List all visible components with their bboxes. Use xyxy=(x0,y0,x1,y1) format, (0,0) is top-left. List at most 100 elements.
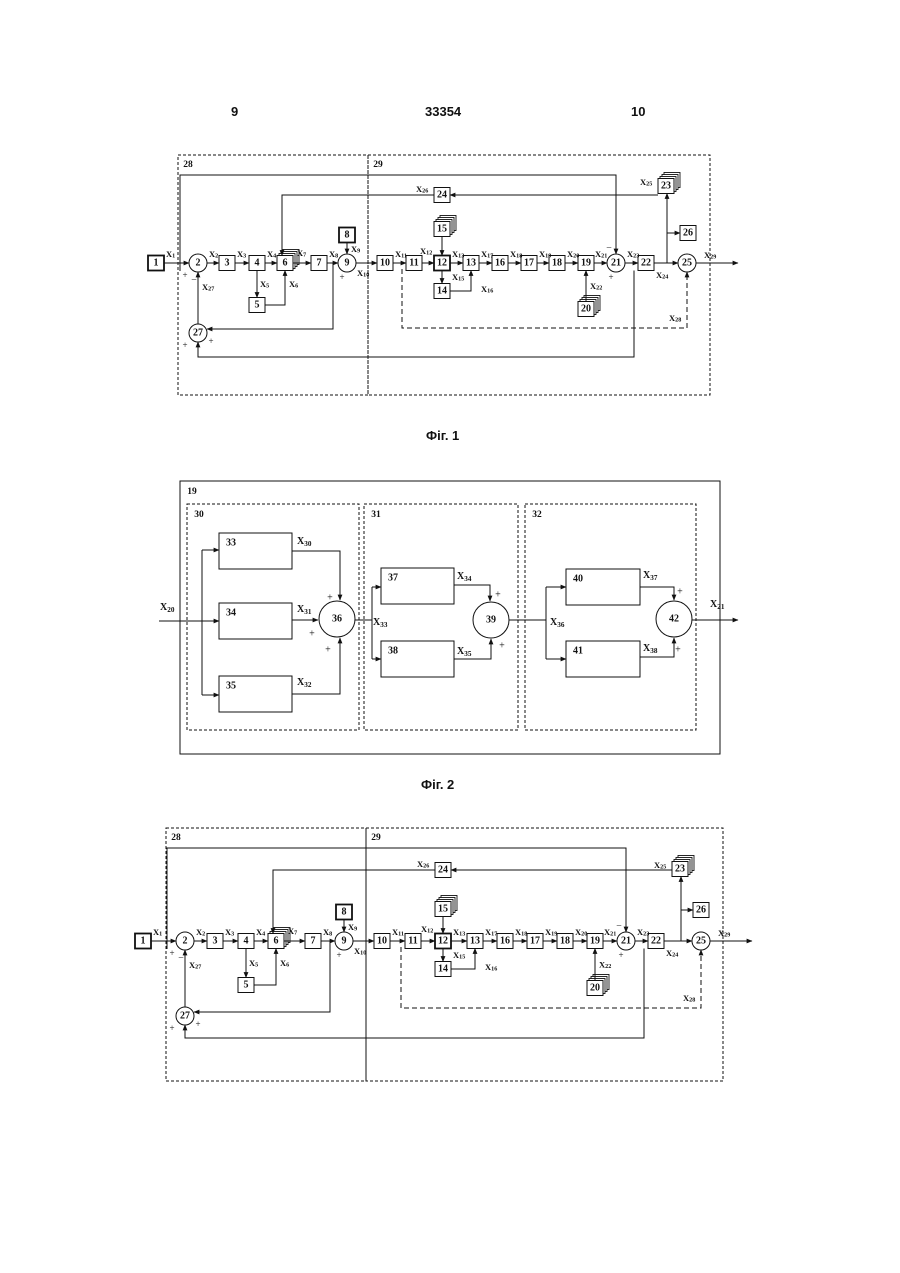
block-16: 16 xyxy=(492,256,508,271)
signal-label-x21: X21 xyxy=(595,249,607,260)
block-18: 18 xyxy=(557,934,573,949)
block-number-20: 20 xyxy=(581,304,591,315)
signal-label-x26: X26 xyxy=(417,859,429,870)
summator-9: 9 xyxy=(335,932,353,950)
sign-plus: + xyxy=(339,272,344,282)
block-15: 15 xyxy=(435,896,457,917)
signal-label-x25: X25 xyxy=(640,177,652,188)
block-number-35: 35 xyxy=(226,681,236,692)
block-19: 19 xyxy=(578,256,594,271)
sign-plus: + xyxy=(677,587,683,598)
block-number-3: 3 xyxy=(213,936,218,947)
sign-minus: – xyxy=(616,920,622,930)
block-8: 8 xyxy=(336,905,352,920)
block-20: 20 xyxy=(578,296,600,317)
block-number-16: 16 xyxy=(495,258,505,269)
block-number-14: 14 xyxy=(438,964,448,975)
block-40: 40 xyxy=(566,569,640,605)
summator-36: 36 xyxy=(319,601,355,637)
sign-plus: + xyxy=(182,270,187,280)
sign-plus: + xyxy=(336,950,341,960)
signal-label-x9: X9 xyxy=(351,244,360,255)
signal-label-x9: X9 xyxy=(348,922,357,933)
signal-label-x20: X20 xyxy=(567,249,579,260)
signal-label-x4: X4 xyxy=(267,249,276,260)
signal-label-x17: X17 xyxy=(481,249,493,260)
block-1: 1 xyxy=(135,934,151,949)
signal-label-x2: X2 xyxy=(196,927,205,938)
block-16: 16 xyxy=(497,934,513,949)
block-24: 24 xyxy=(434,188,450,203)
signal-label-x18: X18 xyxy=(515,927,527,938)
signal-label-x25: X25 xyxy=(654,860,666,871)
sign-plus: + xyxy=(608,272,613,282)
block-14: 14 xyxy=(434,284,450,299)
block-3: 3 xyxy=(219,256,235,271)
block-number-4: 4 xyxy=(244,936,249,947)
summator-number-21: 21 xyxy=(611,258,621,269)
block-26: 26 xyxy=(680,226,696,241)
signal-label-x36: X36 xyxy=(550,617,565,630)
signal-label-x37: X37 xyxy=(643,570,658,583)
block-37: 37 xyxy=(381,568,454,604)
block-6: 6 xyxy=(277,250,299,271)
sign-plus: + xyxy=(675,645,681,656)
summator-9: 9 xyxy=(338,254,356,272)
block-number-5: 5 xyxy=(255,300,260,311)
block-20: 20 xyxy=(587,975,609,996)
block-number-38: 38 xyxy=(388,646,398,657)
figure-3-diagram: 2829123456789101112151413161718192021222… xyxy=(135,828,752,1081)
signal-label-x2: X2 xyxy=(209,249,218,260)
sign-minus: – xyxy=(191,274,197,284)
signal-label-x3: X3 xyxy=(225,927,234,938)
signal-label-x7: X7 xyxy=(297,248,306,259)
summator-25: 25 xyxy=(692,932,710,950)
block-number-22: 22 xyxy=(641,258,651,269)
block-number-13: 13 xyxy=(470,936,480,947)
signal-label-x24: X24 xyxy=(666,948,678,959)
sign-plus: + xyxy=(182,340,187,350)
signal-label-x28: X28 xyxy=(669,313,681,324)
block-11: 11 xyxy=(406,256,422,271)
block-22: 22 xyxy=(638,256,654,271)
signal-label-x1: X1 xyxy=(153,927,162,938)
block-12: 12 xyxy=(435,934,451,949)
signal-label-x6: X6 xyxy=(280,958,289,969)
summator-number-36: 36 xyxy=(332,614,342,625)
signal-label-x29: X29 xyxy=(718,928,730,939)
signal-label-x22: X22 xyxy=(599,960,611,971)
figure-1-diagram: 2829123456789101112151413161718192021222… xyxy=(148,155,738,395)
block-5: 5 xyxy=(249,298,265,313)
block-8: 8 xyxy=(339,228,355,243)
block-number-6: 6 xyxy=(274,936,279,947)
signal-label-x17: X17 xyxy=(485,927,497,938)
sign-plus: + xyxy=(495,590,501,601)
block-number-17: 17 xyxy=(530,936,540,947)
signal-label-x32: X32 xyxy=(297,677,312,690)
summator-2: 2 xyxy=(189,254,207,272)
signal-label-x33: X33 xyxy=(373,617,388,630)
sign-plus: + xyxy=(499,641,505,652)
summator-21: 21 xyxy=(607,254,625,272)
signal-label-x7: X7 xyxy=(288,926,297,937)
signal-label-x23: X23 xyxy=(627,249,639,260)
signal-label-x11: X11 xyxy=(395,249,407,260)
block-number-24: 24 xyxy=(437,190,447,201)
block-35: 35 xyxy=(219,676,292,712)
signal-label-x21: X21 xyxy=(710,599,725,612)
block-33: 33 xyxy=(219,533,292,569)
summator-number-25: 25 xyxy=(682,258,692,269)
block-number-15: 15 xyxy=(438,904,448,915)
sign-plus: + xyxy=(325,645,331,656)
signal-label-x3: X3 xyxy=(237,249,246,260)
signal-label-x20: X20 xyxy=(575,927,587,938)
signal-label-x5: X5 xyxy=(260,279,269,290)
block-11: 11 xyxy=(405,934,421,949)
signal-label-x27: X27 xyxy=(202,282,214,293)
signal-label-x35: X35 xyxy=(457,646,472,659)
block-number-33: 33 xyxy=(226,538,236,549)
block-10: 10 xyxy=(374,934,390,949)
signal-label-x22: X22 xyxy=(590,281,602,292)
summator-number-9: 9 xyxy=(345,258,350,269)
sign-plus: + xyxy=(169,1023,174,1033)
